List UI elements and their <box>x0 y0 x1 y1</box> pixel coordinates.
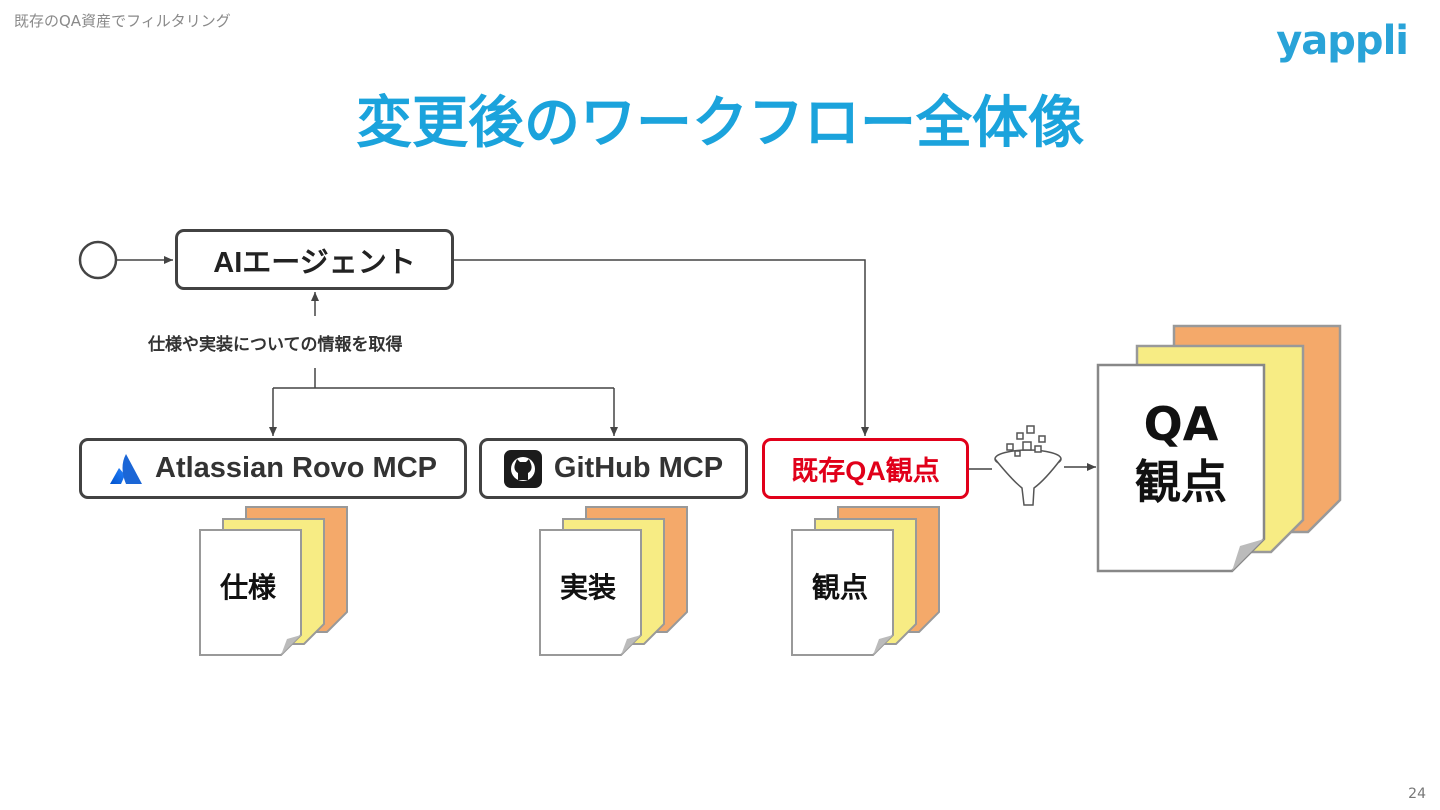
existing-qa-label: 既存QA観点 <box>791 456 940 486</box>
github-mcp-node: GitHub MCP <box>479 438 748 499</box>
start-node <box>78 240 118 280</box>
page-number: 24 <box>1408 786 1426 802</box>
doc-label-spec: 仕様 <box>220 571 277 604</box>
doc-stack-spec <box>199 506 348 656</box>
info-retrieval-note: 仕様や実装についての情報を取得 <box>148 335 403 355</box>
breadcrumb: 既存のQA資産でフィルタリング <box>14 12 231 30</box>
doc-label-output-line2: 観点 <box>1135 455 1227 509</box>
yappli-logo: yappli <box>1276 18 1409 64</box>
funnel-icon <box>994 425 1062 506</box>
edge-agent-to-existing-qa <box>454 259 869 436</box>
doc-stack-output <box>1096 324 1342 573</box>
page-title: 変更後のワークフロー全体像 <box>356 91 1084 156</box>
atlassian-icon <box>109 453 143 485</box>
github-mcp-label: GitHub MCP <box>553 452 724 484</box>
existing-qa-node: 既存QA観点 <box>762 438 969 499</box>
doc-label-impl: 実装 <box>560 571 617 604</box>
doc-stack-impl <box>539 506 688 656</box>
doc-stack-viewpoint <box>791 506 940 656</box>
ai-agent-label: AIエージェント <box>213 246 416 279</box>
github-icon <box>503 449 542 488</box>
atlassian-mcp-node: Atlassian Rovo MCP <box>79 438 467 499</box>
ai-agent-node: AIエージェント <box>175 229 454 290</box>
doc-label-output-line1: QA <box>1143 397 1219 451</box>
atlassian-mcp-label: Atlassian Rovo MCP <box>155 452 437 484</box>
doc-label-viewpoint: 観点 <box>812 571 869 604</box>
